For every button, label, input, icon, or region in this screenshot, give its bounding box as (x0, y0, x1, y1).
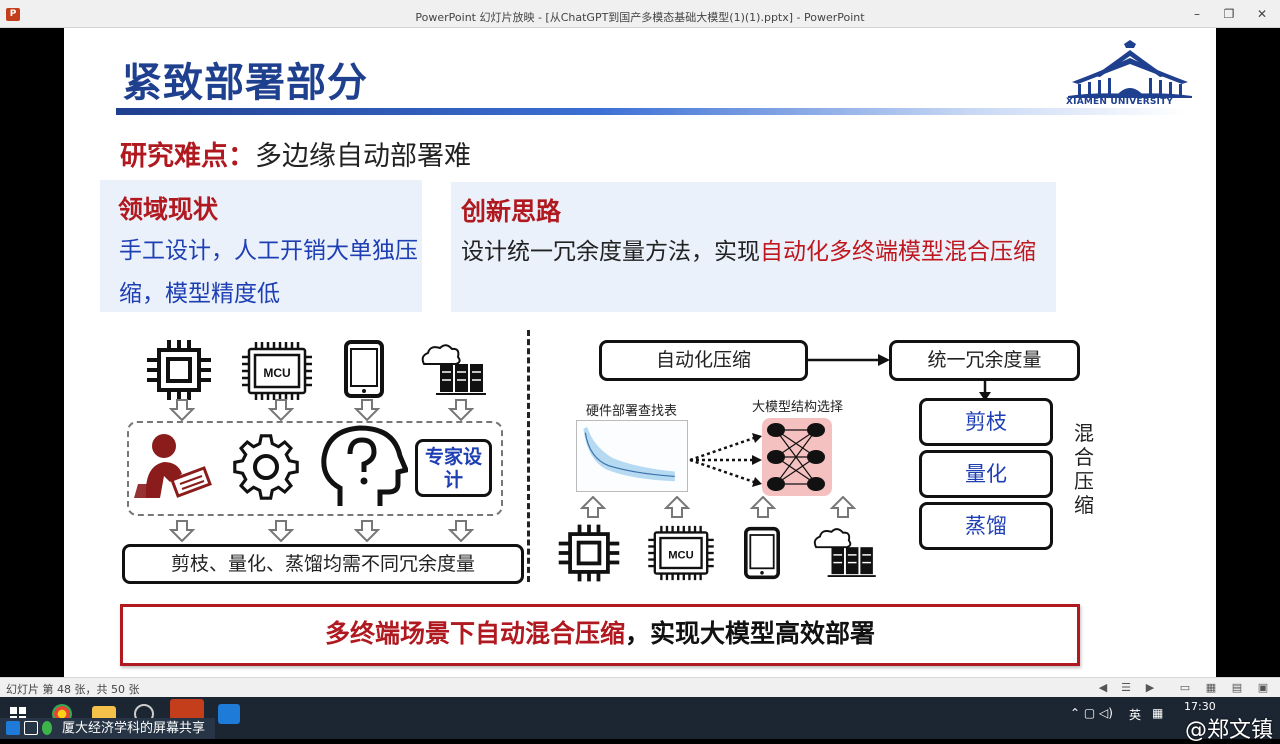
smartphone-icon (344, 340, 384, 398)
up-arrow-icon (580, 496, 606, 518)
innovation-body-highlight: 自动化多终端模型混合压缩 (760, 239, 1036, 265)
redundancy-metric-label: 剪枝、量化、蒸馏均需不同冗余度量 (122, 544, 524, 584)
unified-metric-box: 统一冗余度量 (889, 340, 1080, 381)
down-arrow-small-icon (979, 381, 991, 401)
slide[interactable]: 紧致部署部分 XIAMEN UNIVERSITY 研究难点：多边缘自动部署难 领… (64, 28, 1216, 677)
mcu-label: MCU (668, 550, 694, 562)
share-screen-icon (24, 721, 38, 735)
slide-title: 紧致部署部分 (122, 60, 368, 106)
microphone-icon (42, 721, 52, 735)
smartphone-icon (744, 526, 780, 580)
previous-slide-icon[interactable]: ◀ (1098, 681, 1108, 694)
normal-view-icon[interactable]: ▭ (1179, 681, 1191, 694)
down-arrow-icon (354, 520, 380, 542)
screen-share-bar[interactable]: 厦大经济学科的屏幕共享 (0, 718, 215, 739)
slideshow-stage: 紧致部署部分 XIAMEN UNIVERSITY 研究难点：多边缘自动部署难 领… (0, 28, 1280, 677)
innovation-heading: 创新思路 (461, 197, 562, 226)
problem-text: 多边缘自动部署难 (255, 141, 471, 172)
manual-methods-group (127, 421, 503, 516)
up-arrow-icon (664, 496, 690, 518)
mixed-compression-label: 混合压缩 (1074, 421, 1094, 517)
ime-indicator[interactable]: 英 (1129, 708, 1142, 722)
slide-menu-icon[interactable]: ☰ (1121, 681, 1131, 694)
down-arrow-icon (354, 399, 380, 421)
window-title: PowerPoint 幻灯片放映 - [从ChatGPT到国产多模态基础大模型(… (415, 11, 865, 24)
xiamen-university-logo (1068, 40, 1192, 98)
network-structure-icon (762, 418, 832, 496)
distillation-box: 蒸馏 (919, 502, 1053, 550)
status-quo-heading: 领域现状 (118, 195, 219, 224)
watermark: @郑文镇 (1185, 718, 1274, 743)
expert-design-box: 专家设计 (415, 439, 492, 497)
right-arrow-icon (808, 354, 890, 366)
down-arrow-icon (448, 399, 474, 421)
slide-count: 幻灯片 第 48 张，共 50 张 (6, 683, 140, 696)
structure-selection-label: 大模型结构选择 (752, 400, 844, 415)
cpu-chip-icon (558, 524, 620, 582)
down-arrow-icon (268, 399, 294, 421)
slideshow-icon[interactable]: ▣ (1257, 681, 1269, 694)
cloud-server-icon (421, 344, 486, 395)
status-quo-box: 领域现状 手工设计，人工开销大单独压缩，模型精度低 (100, 180, 422, 312)
up-arrow-icon (830, 496, 856, 518)
clock-time[interactable]: 17:30 (1184, 700, 1216, 713)
keyboard-icon[interactable]: ▦ (1152, 706, 1164, 720)
auto-compress-box: 自动化压缩 (599, 340, 808, 381)
mcu-chip-icon: MCU (648, 525, 714, 581)
restore-button[interactable]: ❐ (1223, 7, 1235, 21)
gear-icon (233, 434, 299, 500)
reading-view-icon[interactable]: ▤ (1231, 681, 1243, 694)
question-head-icon (321, 425, 408, 506)
dashed-divider (527, 330, 530, 582)
pruning-box: 剪枝 (919, 398, 1053, 446)
mcu-chip-icon: MCU (242, 342, 312, 400)
quantization-box: 量化 (919, 450, 1053, 498)
innovation-body: 设计统一冗余度量方法，实现自动化多终端模型混合压缩 (461, 231, 1051, 274)
slide-sorter-icon[interactable]: ▦ (1205, 681, 1217, 694)
up-arrow-icon (750, 496, 776, 518)
meeting-app-icon[interactable] (218, 704, 240, 724)
close-button[interactable]: ✕ (1256, 7, 1268, 21)
powerpoint-app-icon[interactable]: P (6, 8, 20, 21)
title-underline (116, 108, 1186, 115)
minimize-button[interactable]: – (1194, 7, 1200, 21)
lookup-table-plot (576, 420, 688, 492)
next-slide-icon[interactable]: ▶ (1145, 681, 1155, 694)
cloud-server-icon (813, 528, 876, 578)
status-quo-body: 手工设计，人工开销大单独压缩，模型精度低 (119, 238, 418, 307)
research-difficulty: 研究难点：多边缘自动部署难 (120, 134, 471, 173)
cpu-chip-icon (147, 340, 211, 400)
conclusion-banner: 多终端场景下自动混合压缩，实现大模型高效部署 (120, 604, 1080, 666)
share-text: 厦大经济学科的屏幕共享 (62, 721, 206, 736)
innovation-body-plain: 设计统一冗余度量方法，实现 (461, 239, 760, 265)
problem-label: 研究难点： (120, 141, 255, 172)
down-arrow-icon (169, 520, 195, 542)
user-icon (6, 721, 20, 735)
logo-text: XIAMEN UNIVERSITY (1066, 97, 1174, 107)
banner-red-text: 多终端场景下自动混合压缩 (324, 619, 625, 648)
banner-black-text: ，实现大模型高效部署 (625, 619, 876, 648)
lookup-table-label: 硬件部署查找表 (586, 404, 678, 419)
window-titlebar: P PowerPoint 幻灯片放映 - [从ChatGPT到国产多模态基础大模… (0, 0, 1280, 28)
down-arrow-icon (268, 520, 294, 542)
selection-arrows (689, 433, 762, 487)
mcu-label: MCU (263, 366, 290, 380)
manual-designer-icon (134, 434, 212, 498)
down-arrow-icon (448, 520, 474, 542)
tray-icons[interactable]: ⌃ ▢ ◁) (1070, 706, 1113, 720)
down-arrow-icon (169, 399, 195, 421)
innovation-box: 创新思路 设计统一冗余度量方法，实现自动化多终端模型混合压缩 (451, 182, 1056, 312)
status-bar: 幻灯片 第 48 张，共 50 张 ◀ ☰ ▶ ▭ ▦ ▤ ▣ (0, 677, 1280, 697)
